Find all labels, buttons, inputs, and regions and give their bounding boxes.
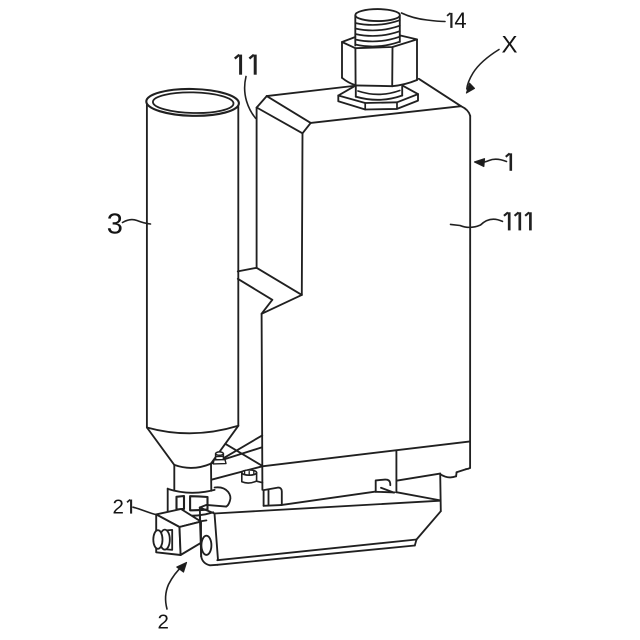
svg-text:2: 2	[113, 496, 124, 519]
svg-text:X: X	[502, 31, 518, 58]
svg-text:4: 4	[454, 8, 466, 33]
svg-text:2: 2	[158, 611, 169, 634]
svg-text:3: 3	[107, 208, 123, 240]
